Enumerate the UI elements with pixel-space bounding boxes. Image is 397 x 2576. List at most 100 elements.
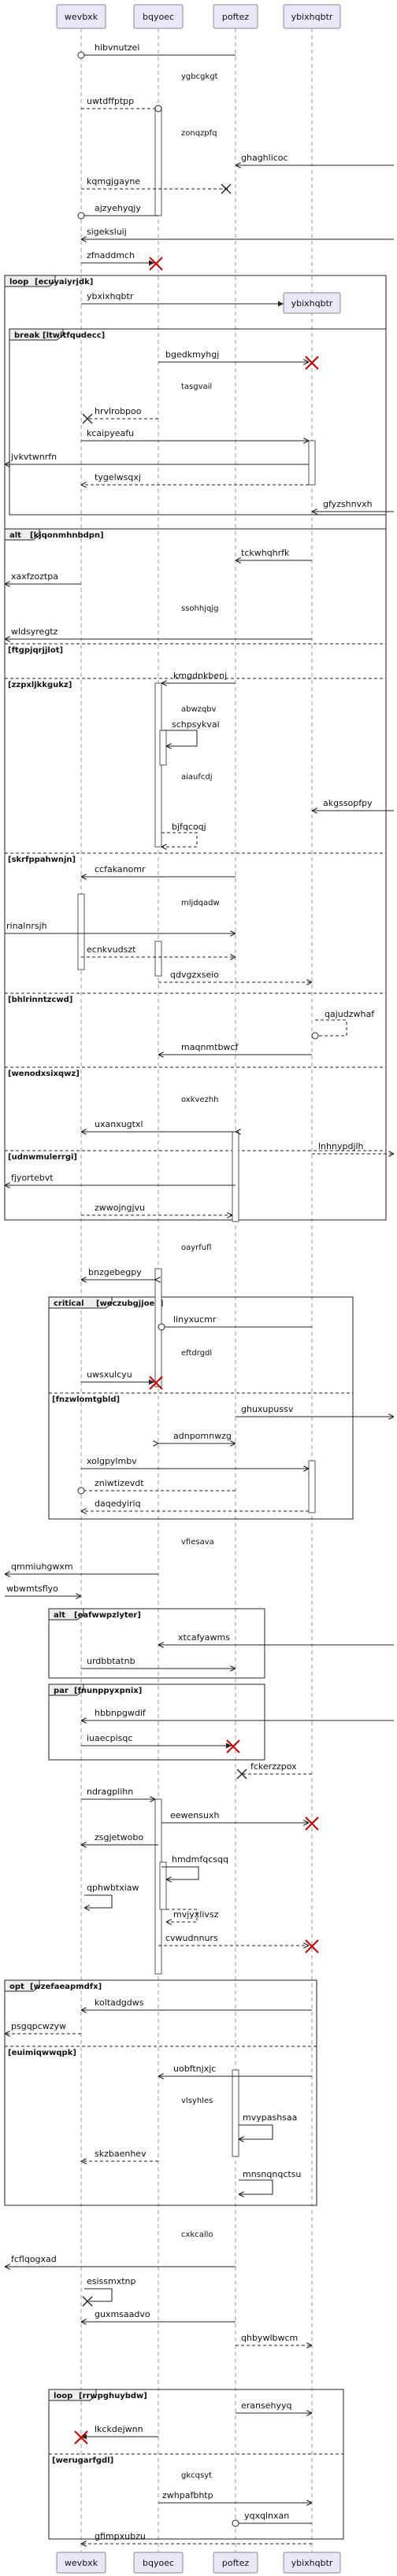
participant-ybixhqbtr-created: ybixhqbtr (283, 292, 341, 314)
svg-text:iuaecpisqc: iuaecpisqc (87, 1733, 132, 1743)
activation-bar (159, 1861, 167, 1910)
message: schpsykvai (161, 719, 220, 746)
svg-text:uobftnjxjc: uobftnjxjc (173, 2064, 216, 2074)
svg-text:qmmiuhgwxm: qmmiuhgwxm (11, 1561, 73, 1572)
svg-text:kqmgjgayne: kqmgjgayne (87, 176, 140, 187)
svg-text:sigeksluij: sigeksluij (87, 227, 127, 237)
svg-text:[werugarfgdl]: [werugarfgdl] (52, 2456, 113, 2465)
message: lkckdejwnn (74, 2424, 158, 2445)
activation-bar (308, 1460, 316, 1513)
svg-text:xtcafyawms: xtcafyawms (178, 1632, 230, 1643)
note: oayrfufl (181, 1244, 211, 1252)
message: fckerzzpox (236, 1761, 312, 1780)
svg-text:[fnzwlomtgbld]: [fnzwlomtgbld] (52, 1395, 120, 1404)
message: tckwhqhrfk (236, 548, 312, 560)
svg-text:wevbxk: wevbxk (65, 12, 98, 22)
svg-text:esissmxtnp: esissmxtnp (87, 2276, 136, 2286)
svg-text:loop: loop (54, 2392, 72, 2400)
svg-text:[kjqonmhnbdpn]: [kjqonmhnbdpn] (30, 531, 104, 540)
message: zniwtizevdt (77, 1478, 236, 1495)
svg-text:[bhlrinntzcwd]: [bhlrinntzcwd] (8, 996, 72, 1004)
svg-text:ybixhqbtr: ybixhqbtr (291, 12, 333, 22)
svg-text:[ecuyaiyrjdk]: [ecuyaiyrjdk] (35, 278, 93, 286)
message: hibvnutzei (77, 43, 236, 59)
svg-text:[weczubgjjoey]: [weczubgjjoey] (96, 1299, 163, 1308)
svg-text:xaxfzoztpa: xaxfzoztpa (11, 571, 58, 582)
message: koltadgdws (81, 1998, 312, 2010)
message: kmgdnkbenj (161, 671, 236, 683)
svg-text:poftez: poftez (222, 12, 249, 22)
note: vfiesava (181, 1538, 214, 1547)
svg-text:fjyortebvt: fjyortebvt (11, 1173, 54, 1183)
note: tasgvail (181, 383, 212, 391)
svg-text:mvypashsaa: mvypashsaa (243, 2112, 297, 2123)
svg-text:par: par (54, 1687, 69, 1695)
svg-text:uxanxugtxl: uxanxugtxl (95, 1119, 143, 1129)
svg-text:lkckdejwnn: lkckdejwnn (95, 2424, 143, 2434)
message: kqmgjgayne (81, 176, 232, 194)
svg-text:ybixhqbtr: ybixhqbtr (291, 2558, 333, 2568)
svg-text:tygelwsqxj: tygelwsqxj (95, 472, 141, 482)
note: cxkcallo (181, 2230, 213, 2239)
svg-text:xolgpylmbv: xolgpylmbv (87, 1456, 137, 1466)
svg-text:ybxixhqbtr: ybxixhqbtr (87, 291, 134, 301)
svg-text:break: break (14, 331, 40, 340)
message: qhbywlbwcm (236, 2333, 312, 2345)
note: ssohhjqjg (181, 604, 218, 613)
note: gkcqsyt (181, 2471, 212, 2480)
svg-text:wldsyregtz: wldsyregtz (11, 626, 58, 637)
message: daqedyiriq (81, 1499, 309, 1511)
message: xolgpylmbv (81, 1456, 309, 1469)
svg-text:ecnkvudszt: ecnkvudszt (87, 944, 136, 955)
svg-text:ajzyehyqjy: ajzyehyqjy (95, 203, 141, 213)
message: bnzgebegpy (81, 1267, 155, 1280)
message: yqxqlnxan (232, 2511, 312, 2527)
svg-text:qajudzwhaf: qajudzwhaf (325, 1009, 375, 1019)
message: zwwojngjvu (81, 1203, 232, 1215)
svg-text:hbbnpgwdif: hbbnpgwdif (95, 1708, 147, 1718)
svg-text:adnpomnwzg: adnpomnwzg (173, 1431, 232, 1441)
participant-ybixhqbtr: ybixhqbtr (283, 4, 341, 29)
note: vlsyhles (181, 2097, 213, 2105)
svg-text:mnsnqnqctsu: mnsnqnqctsu (243, 2169, 301, 2179)
note: abwzqbv (181, 705, 217, 714)
message: qdvgzxseio (158, 970, 312, 982)
message: cvwudnnurs (158, 1933, 319, 1953)
svg-text:[rrwpghuybdw]: [rrwpghuybdw] (79, 2392, 147, 2400)
svg-text:[euimiqwwqpk]: [euimiqwwqpk] (8, 2049, 76, 2057)
svg-text:linyxucmr: linyxucmr (173, 1314, 217, 1325)
note: eftdrgdl (181, 1349, 212, 1358)
svg-text:alt: alt (54, 1611, 65, 1620)
message: xtcafyawms (158, 1632, 394, 1645)
svg-text:bnzgebegpy: bnzgebegpy (88, 1267, 142, 1277)
svg-text:[ltwitfqudecc]: [ltwitfqudecc] (43, 331, 105, 340)
svg-text:fckerzzpox: fckerzzpox (250, 1761, 297, 1772)
svg-text:koltadgdws: koltadgdws (95, 1998, 144, 2008)
svg-text:[udnwmulerrgi]: [udnwmulerrgi] (8, 1153, 77, 1162)
message: hrvlrobpoo (82, 406, 158, 424)
message: skzbaenhev (81, 2149, 158, 2161)
message: qmmiuhgwxm (5, 1561, 158, 1574)
activation-bar (232, 1131, 239, 1222)
svg-text:wevbxk: wevbxk (65, 2558, 98, 2568)
svg-text:loop: loop (9, 278, 28, 286)
participant-poftez: poftez (213, 4, 258, 29)
message: adnpomnwzg (158, 1431, 236, 1443)
svg-text:rinalnrsjh: rinalnrsjh (6, 921, 47, 931)
fragment-alt-2: alt [eafwwpzlyter] (48, 1608, 265, 1679)
svg-text:bqyoec: bqyoec (143, 12, 174, 22)
svg-text:bqyoec: bqyoec (143, 2558, 174, 2568)
fragment-break: break [ltwitfqudecc] (9, 328, 387, 516)
svg-text:qhbywlbwcm: qhbywlbwcm (241, 2333, 298, 2343)
participant-ybixhqbtr-footer: ybixhqbtr (283, 2552, 341, 2574)
svg-text:maqnmtbwcf: maqnmtbwcf (181, 1042, 239, 1052)
activation-bar (77, 893, 85, 970)
fragment-loop-2: loop [rrwpghuybdw] [werugarfgdl] (48, 2389, 344, 2540)
svg-text:gfyzshnvxh: gfyzshnvxh (323, 499, 373, 509)
message: xaxfzoztpa (5, 571, 81, 584)
svg-text:eewensuxh: eewensuxh (170, 1810, 219, 1820)
message: ecnkvudszt (81, 944, 236, 957)
message: kcaipyeafu (81, 428, 309, 441)
activation-bar (154, 108, 162, 216)
message: ybxixhqbtr (81, 291, 284, 307)
